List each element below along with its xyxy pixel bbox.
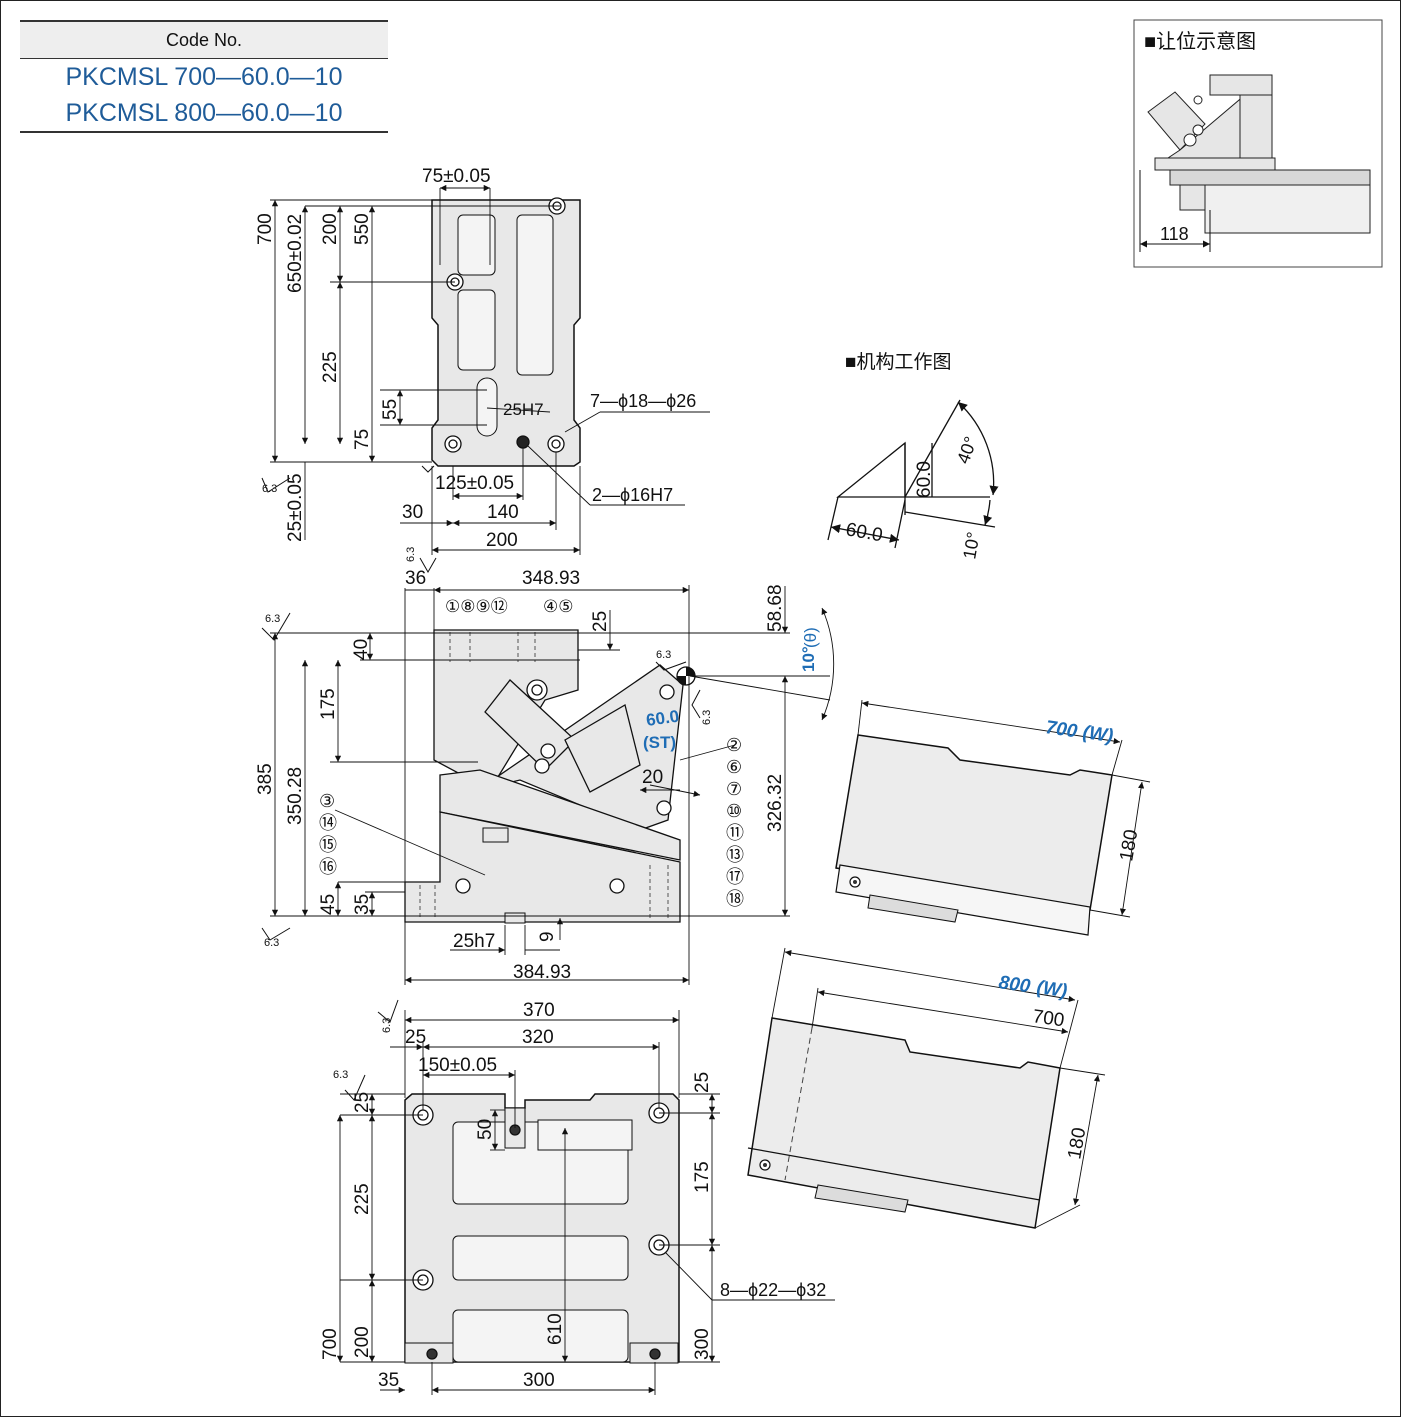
- code-row-700: PKCMSL 700—60.0—10: [65, 63, 343, 91]
- front-d40: 40: [351, 639, 372, 660]
- bottom-view: 6.3 6.3 370 25 320 150±0.05 25 25 50 225…: [320, 999, 835, 1395]
- bottom-d200: 200: [352, 1326, 373, 1358]
- front-d20: 20: [642, 767, 663, 788]
- front-d35: 35: [352, 894, 373, 915]
- clearance-title: ■让位示意图: [1144, 30, 1256, 53]
- front-d25h7: 25h7: [453, 931, 495, 952]
- front-roughness-bottom: 6.3: [264, 937, 279, 949]
- front-d58: 58.68: [765, 584, 786, 632]
- bottom-d50: 50: [475, 1119, 496, 1140]
- bottom-d225: 225: [352, 1183, 373, 1215]
- top-d200w: 200: [486, 530, 518, 551]
- top-pins: 2—ϕ16H7: [592, 485, 673, 505]
- iso800-length: 700: [1031, 1006, 1065, 1031]
- top-d75: 75±0.05: [422, 166, 491, 187]
- code-row-800: PKCMSL 800—60.0—10: [20, 95, 388, 133]
- top-d550: 550: [352, 213, 373, 245]
- bottom-d700: 700: [320, 1328, 341, 1360]
- front-part-3: ③: [319, 791, 335, 811]
- front-d385: 385: [255, 763, 276, 795]
- top-d140: 140: [487, 502, 519, 523]
- iso700-depth: 180: [1116, 828, 1142, 863]
- bottom-d25-right: 25: [692, 1072, 713, 1093]
- clearance-view: ■让位示意图 118: [1133, 19, 1383, 268]
- front-stroke: 60.0: [645, 707, 680, 730]
- iso700-w: (W): [1081, 722, 1114, 747]
- iso800-width: 800: [997, 972, 1032, 997]
- top-roughness: 6.3: [262, 483, 277, 495]
- iso800-depth: 180: [1064, 1126, 1090, 1161]
- bottom-d25: 25: [405, 1027, 426, 1048]
- iso700-width: 700: [1044, 717, 1079, 742]
- front-part-7: ⑦: [726, 779, 742, 799]
- front-part-6: ⑥: [726, 757, 742, 777]
- bottom-d370: 370: [523, 1000, 555, 1021]
- bottom-d610: 610: [545, 1313, 566, 1345]
- bottom-holes: 8—ϕ22—ϕ32: [720, 1280, 826, 1300]
- front-part-10: ⑩: [726, 801, 742, 821]
- top-d225: 225: [320, 351, 341, 383]
- front-d350: 350.28: [285, 767, 306, 825]
- bottom-roughness: 6.3: [381, 1018, 393, 1033]
- bottom-d320: 320: [522, 1027, 554, 1048]
- front-parts-top2: ④⑤: [543, 597, 573, 616]
- front-d25: 25: [590, 611, 611, 632]
- top-d25: 25±0.05: [285, 473, 306, 542]
- front-d175: 175: [318, 688, 339, 720]
- top-d30: 30: [402, 502, 423, 523]
- mech-horizontal: 60.0: [844, 519, 884, 546]
- bottom-d150: 150±0.05: [418, 1055, 497, 1076]
- bottom-d175: 175: [692, 1161, 713, 1193]
- front-part-11: ⑪: [726, 823, 744, 843]
- front-d348: 348.93: [522, 568, 580, 589]
- bottom-d35: 35: [378, 1370, 399, 1391]
- bottom-roughness-2: 6.3: [333, 1069, 348, 1081]
- code-header: Code No.: [20, 20, 388, 59]
- mech-angle-10: 10°: [959, 530, 983, 560]
- top-view: 75±0.05 700 650±0.02 200 550 225 55 75 2…: [255, 166, 710, 574]
- front-part-13: ⑬: [726, 845, 744, 865]
- front-roughness-slide: 6.3: [701, 710, 713, 725]
- front-part-14: ⑭: [319, 813, 337, 833]
- bottom-d25-left: 25: [352, 1092, 373, 1113]
- mechanism-view: ■机构工作图 60.0 60.0 40° 10°: [827, 351, 999, 561]
- front-d384: 384.93: [513, 962, 571, 983]
- top-d200: 200: [320, 213, 341, 245]
- top-d125: 125±0.05: [435, 473, 514, 494]
- top-25h7: 25H7: [503, 400, 544, 419]
- front-theta: (θ): [801, 627, 820, 648]
- front-roughness-right: 6.3: [656, 649, 671, 661]
- mech-angle-40: 40°: [953, 434, 981, 466]
- front-parts-top: ①⑧⑨⑫: [445, 597, 508, 616]
- top-holes: 7—ϕ18—ϕ26: [590, 391, 696, 411]
- front-stroke-st: (ST): [643, 733, 676, 752]
- front-d9: 9: [537, 931, 558, 942]
- front-d45: 45: [318, 894, 339, 915]
- front-view: 6.3 6.3 6.3 6.3 36 348.93 58.68 (θ) 10° …: [255, 568, 835, 985]
- mechanism-title: ■机构工作图: [845, 351, 951, 373]
- front-d326: 326.32: [765, 774, 786, 832]
- front-d10deg: 10°: [799, 646, 818, 672]
- front-d36: 36: [405, 568, 426, 589]
- top-d700: 700: [255, 213, 276, 245]
- front-part-17: ⑰: [726, 867, 744, 887]
- top-d75b: 75: [352, 429, 373, 450]
- iso-800-view: 800 (W) 700 180: [747, 947, 1106, 1229]
- mech-vertical: 60.0: [914, 461, 935, 498]
- front-part-18: ⑱: [726, 889, 744, 909]
- front-part-15: ⑮: [319, 835, 337, 855]
- code-number-table: Code No. PKCMSL 700—60.0—10 PKCMSL 800—6…: [20, 20, 388, 133]
- top-d55: 55: [380, 399, 401, 420]
- top-roughness-2: 6.3: [405, 547, 417, 562]
- top-d650: 650±0.02: [285, 214, 306, 293]
- iso-700-view: 700 (W) 180: [835, 699, 1151, 936]
- bottom-d300: 300: [523, 1370, 555, 1391]
- front-part-16: ⑯: [319, 857, 337, 877]
- clearance-dim: 118: [1160, 224, 1189, 244]
- front-part-2: ②: [726, 735, 742, 755]
- iso800-w: (W): [1035, 977, 1068, 1002]
- bottom-d300-right: 300: [692, 1328, 713, 1360]
- front-roughness-top: 6.3: [265, 613, 280, 625]
